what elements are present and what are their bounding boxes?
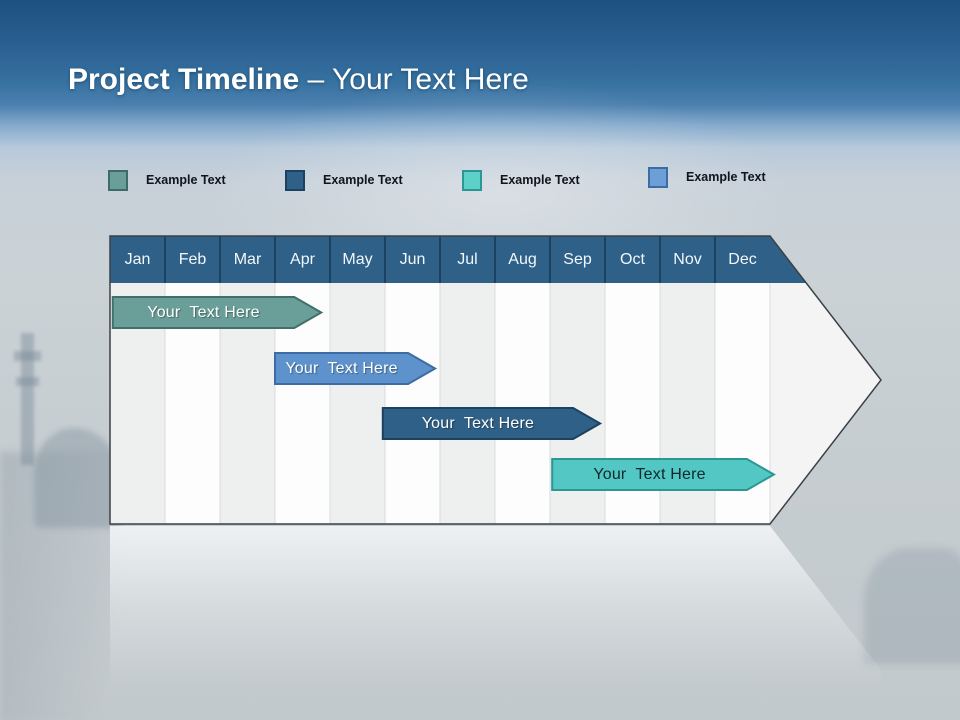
slide-title-main: Project Timeline xyxy=(68,63,300,96)
month-header-cell[interactable]: Oct xyxy=(620,251,645,268)
month-header-cell[interactable]: Jul xyxy=(457,251,478,268)
legend-item[interactable]: Example Text xyxy=(285,169,403,191)
month-header-cell[interactable]: Jun xyxy=(399,251,426,268)
task-bar-shape[interactable] xyxy=(274,352,438,385)
legend-label: Example Text xyxy=(146,173,226,187)
legend-label: Example Text xyxy=(323,173,403,187)
legend-swatch-icon xyxy=(285,169,305,191)
legend-swatch-icon xyxy=(648,166,668,188)
month-column-stripe xyxy=(330,283,385,524)
month-header-cell[interactable]: Feb xyxy=(178,251,207,268)
legend-label: Example Text xyxy=(686,170,766,184)
legend-item[interactable]: Example Text xyxy=(108,169,226,191)
month-header-cell[interactable]: Jan xyxy=(124,251,151,268)
task-bar-label[interactable]: Your Text Here xyxy=(421,415,535,432)
month-column-stripe xyxy=(385,283,440,524)
month-header-cell[interactable]: May xyxy=(342,251,373,268)
slide-title[interactable]: Project Timeline – Your Text Here xyxy=(68,58,529,102)
legend-item[interactable]: Example Text xyxy=(648,166,766,188)
task-bar-shape[interactable] xyxy=(111,296,324,329)
month-header-cell[interactable]: Aug xyxy=(508,251,537,268)
month-header-cell[interactable]: Sep xyxy=(563,251,592,268)
month-header-cell[interactable]: Dec xyxy=(728,251,757,268)
legend-swatch-icon xyxy=(462,169,482,191)
month-header-band xyxy=(110,236,806,283)
month-column-stripe xyxy=(440,283,495,524)
month-column-stripe xyxy=(495,283,550,524)
month-header-cell[interactable]: Mar xyxy=(233,251,262,268)
task-bar-label[interactable]: Your Text Here xyxy=(147,304,260,321)
legend-item[interactable]: Example Text xyxy=(462,169,580,191)
task-bar-label[interactable]: Your Text Here xyxy=(593,466,706,483)
task-bar-label[interactable]: Your Text Here xyxy=(285,360,398,377)
month-header-cell[interactable]: Nov xyxy=(673,251,702,268)
timeline-arrow-outline xyxy=(109,235,882,525)
legend-swatch-icon xyxy=(108,169,128,191)
legend-label: Example Text xyxy=(500,173,580,187)
month-header-cell[interactable]: Apr xyxy=(290,251,315,268)
task-bar-shape[interactable] xyxy=(551,458,776,491)
task-bar-shape[interactable] xyxy=(381,407,603,440)
slide-title-placeholder: – Your Text Here xyxy=(299,63,529,96)
